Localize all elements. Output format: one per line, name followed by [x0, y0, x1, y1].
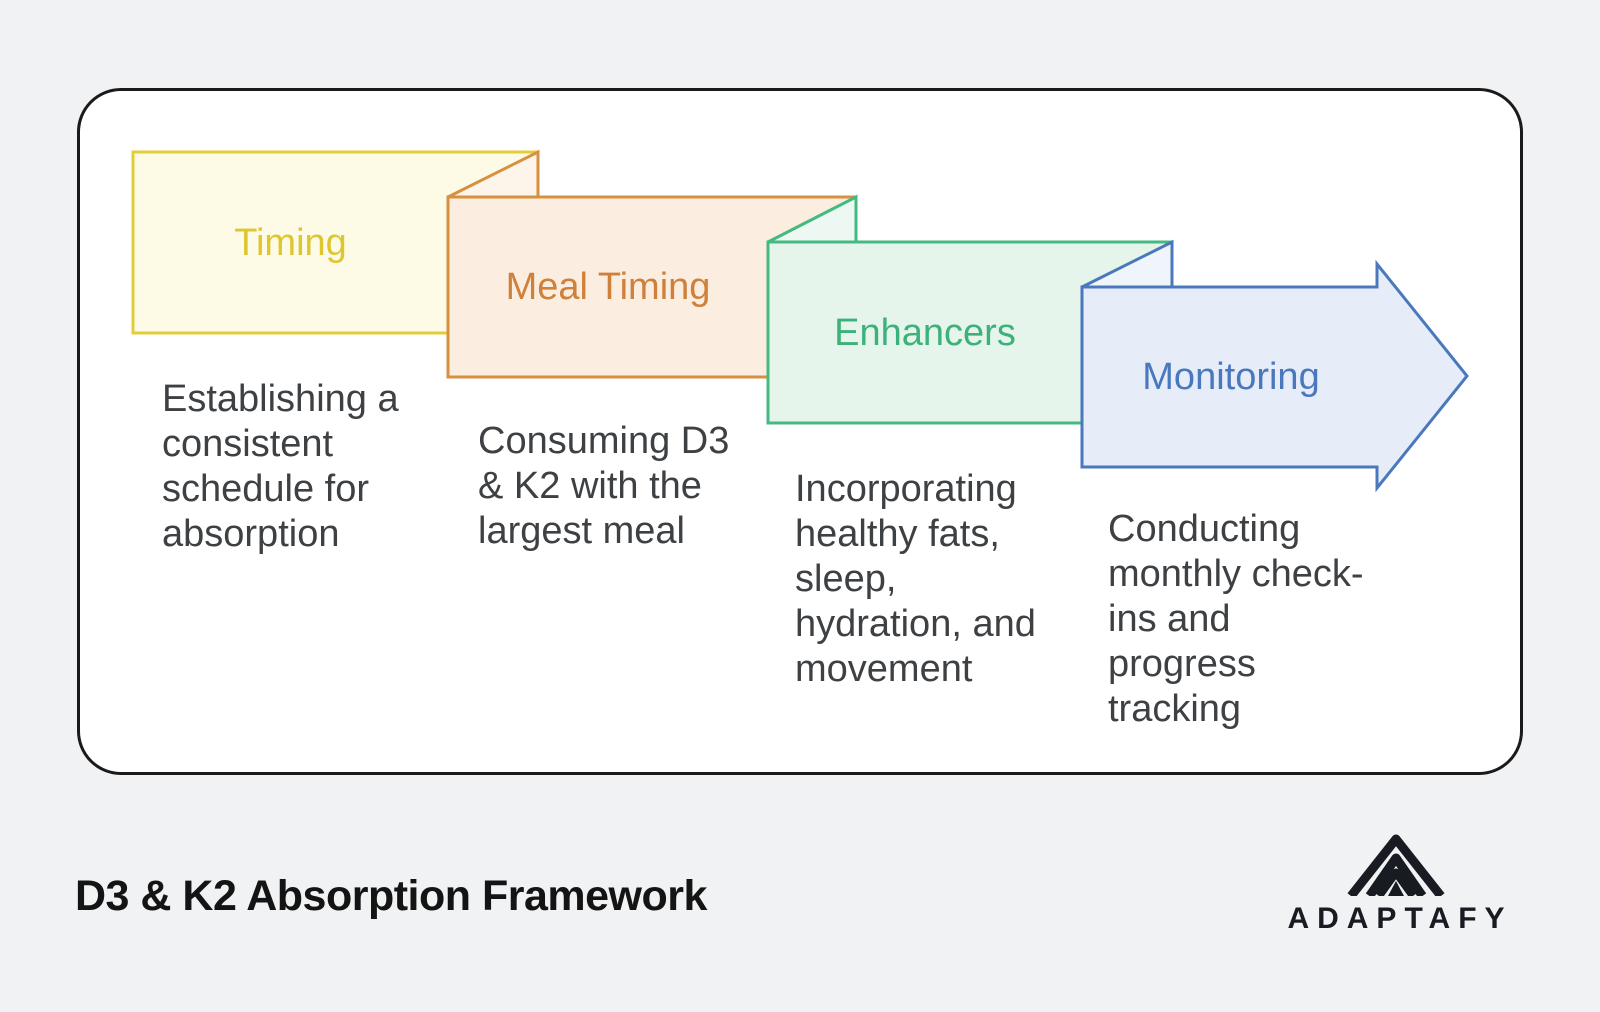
banner-label-timing: Timing [234, 221, 347, 264]
framework-card: Timing Meal Timing Enhancers Monitoring … [77, 88, 1523, 775]
adaptafy-mountain-icon [1347, 834, 1445, 896]
banner-shapes [131, 149, 1469, 493]
banner-description-meal-timing: Consuming D3 & K2 with the largest meal [478, 420, 730, 552]
meal-timing-fold [447, 149, 540, 199]
banner-label-meal-timing: Meal Timing [505, 266, 711, 308]
banner-label-enhancers: Enhancers [834, 311, 1016, 354]
brand-name: ADAPTAFY [1287, 902, 1513, 935]
monitoring-arrow-shape [1080, 259, 1469, 493]
monitoring-fold [1081, 239, 1174, 289]
banner-description-enhancers: Incorporating healthy fats, sleep, hydra… [795, 468, 1036, 690]
enhancers-fold [767, 194, 858, 244]
page-title: D3 & K2 Absorption Framework [75, 872, 707, 920]
banner-description-monitoring: Conducting monthly check- ins and progre… [1108, 508, 1364, 730]
brand-logo: ADAPTAFY [1268, 830, 1524, 936]
banner-description-timing: Establishing a consistent schedule for a… [162, 378, 399, 555]
banner-label-monitoring: Monitoring [1142, 356, 1320, 398]
